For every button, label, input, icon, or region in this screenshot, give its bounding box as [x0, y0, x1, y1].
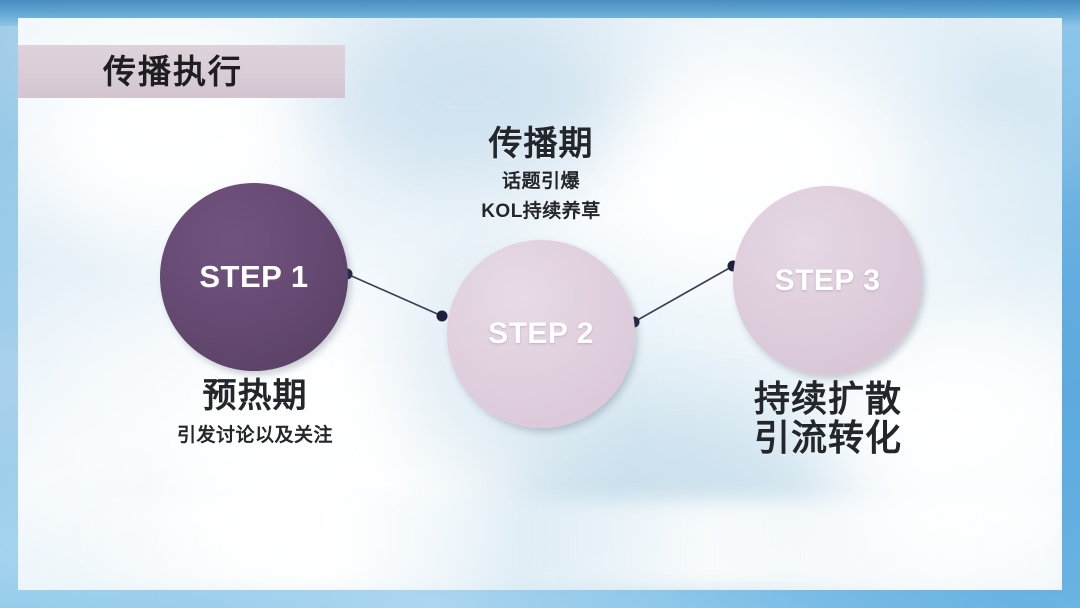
- step-caption-1-title: 预热期: [202, 377, 308, 415]
- step-caption-3: 持续扩散 引流转化: [697, 378, 959, 458]
- step-caption-2: 传播期 话题引爆 KOL持续养草: [410, 126, 672, 224]
- step-circle-3[interactable]: STEP 3: [733, 186, 922, 375]
- step-badge-2: STEP 2: [488, 317, 594, 350]
- page-title: 传播执行: [103, 53, 243, 90]
- step-caption-2-title: 传播期: [488, 125, 594, 163]
- step-caption-2-subtitle-line-1: 话题引爆: [501, 170, 580, 192]
- title-banner: 传播执行: [18, 45, 345, 98]
- step-caption-3-title-line-2: 引流转化: [753, 416, 902, 458]
- background-bottom-highlight: [18, 500, 1062, 590]
- step-caption-1-subtitle: 引发讨论以及关注: [176, 424, 333, 446]
- step-badge-1: STEP 1: [199, 259, 309, 294]
- step-circle-2[interactable]: STEP 2: [447, 240, 635, 428]
- step-badge-3: STEP 3: [774, 263, 881, 297]
- step-caption-1: 预热期 引发讨论以及关注: [124, 378, 386, 447]
- step-caption-2-subtitle-line-2: KOL持续养草: [481, 201, 601, 223]
- step-caption-3-title-line-1: 持续扩散: [753, 378, 902, 419]
- step-circle-1[interactable]: STEP 1: [160, 183, 348, 371]
